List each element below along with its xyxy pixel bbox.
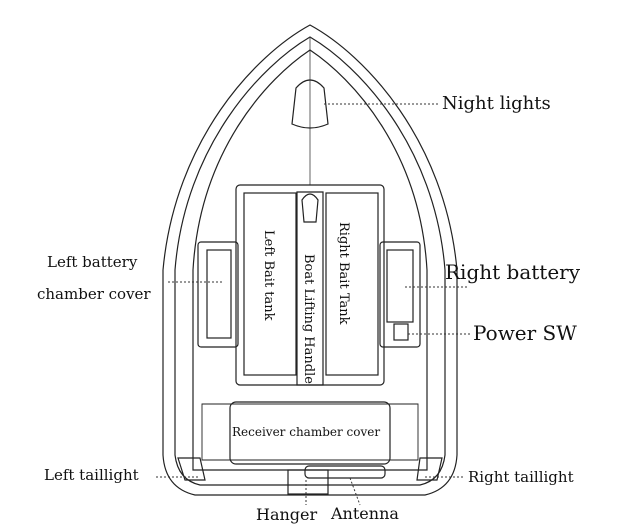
label-left-battery-line2: chamber cover [37,285,151,303]
right-taillight-mark [416,457,443,481]
label-left-battery-line1: Left battery [47,253,138,271]
label-right-taillight: Right taillight [468,468,574,486]
right-bait-tank [325,192,379,376]
label-left-taillight: Left taillight [44,466,139,484]
label-night-lights: Night lights [442,93,551,114]
lifting-handle [296,191,324,386]
label-power-sw: Power SW [473,321,577,345]
night-light-dome [291,79,329,129]
antenna-body [304,465,386,479]
left-taillight-mark [177,457,206,481]
label-right-bait-tank: Right Bait Tank [336,222,351,325]
stern-deck [201,403,419,461]
hanger-block [287,469,329,495]
handle-grip [301,193,319,223]
label-right-battery: Right battery [445,260,581,284]
power-switch [393,323,409,341]
right-battery-chamber [379,241,421,348]
leader-antenna [349,477,361,506]
right-battery-inner [386,249,414,323]
label-hanger: Hanger [256,505,318,524]
hull-outer [162,24,458,496]
left-bait-tank [243,192,297,376]
left-battery-chamber [197,241,239,348]
label-boat-lifting-handle: Boat Lifting Handle [301,254,316,384]
hull-inner [174,36,446,486]
left-battery-inner [206,249,232,339]
receiver-chamber [229,401,391,465]
label-receiver-chamber-cover: Receiver chamber cover [232,425,381,439]
label-antenna: Antenna [331,504,399,523]
label-left-bait-tank: Left Bait tank [261,230,276,321]
